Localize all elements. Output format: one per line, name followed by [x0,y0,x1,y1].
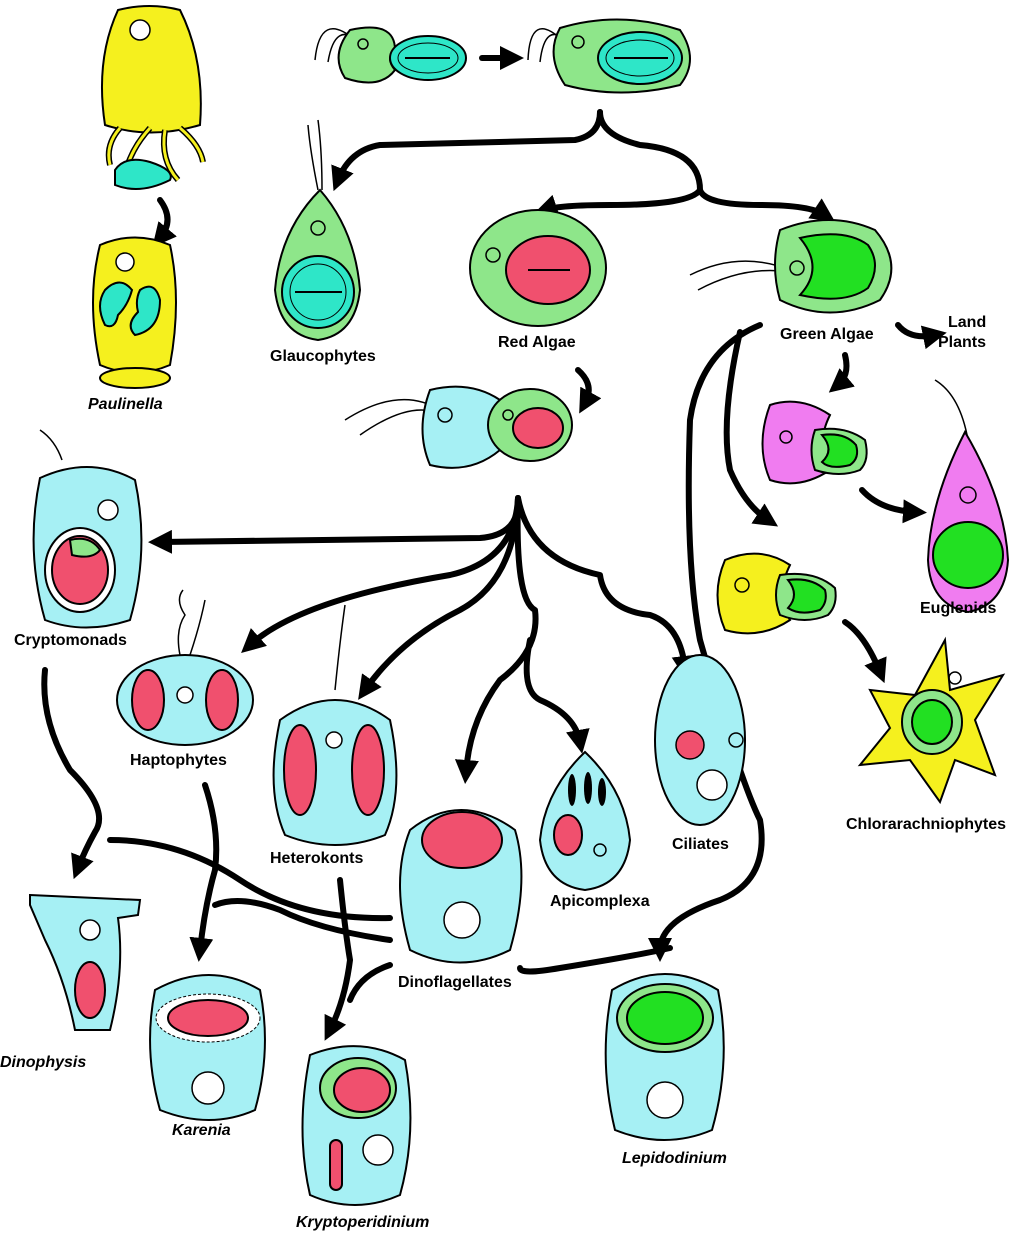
green-algae-cell [689,219,893,314]
euglenid-engulfment [761,400,868,485]
label-heterokonts: Heterokonts [270,850,364,867]
karenia-cell [149,974,266,1121]
label-apicomplexa: Apicomplexa [550,893,650,910]
euglenid-cell [926,379,1010,614]
label-kryptoperidinium: Kryptoperidinium [296,1214,430,1231]
red-algae-cell [469,209,607,327]
dinoflagellate-cell [399,809,523,964]
glaucophyte-cell [273,119,362,342]
label-chlorarachniophytes: Chlorarachniophytes [846,816,1007,833]
arrow-primary-trunk [331,109,603,192]
arrow-to-cryptomonads [148,495,522,554]
label-dinoflagellates: Dinoflagellates [398,974,512,991]
label-green-algae: Green Algae [780,326,874,343]
label-paulinella: Paulinella [88,396,163,413]
chlorarachnio-cell [857,636,1006,805]
heterokont-cell [272,604,398,846]
kryptoperidinium-cell [301,1045,412,1206]
arrow-to-haptophytes [241,495,521,654]
label-dinophysis: Dinophysis [0,1054,87,1071]
arrow-haptophytes-karenia [189,782,220,962]
arrow-greenalgae-chlorarachnio [723,329,779,527]
arrow-to-greenalgae [697,187,835,222]
arrow-chlorarachnio [842,619,887,684]
ciliate-cell [654,654,746,826]
arrow-to-redalgae [533,109,703,218]
label-land-plants-line1: Land [948,314,987,331]
label-euglenids: Euglenids [920,600,997,617]
chlorarachnio-engulfment [716,552,837,635]
arrow-paulinella [152,197,177,248]
primary-host-1 [314,26,467,84]
label-haptophytes: Haptophytes [130,752,227,769]
arrow-to-apicomplexa [523,637,590,754]
arrows [41,46,947,1041]
arrow-dinos-dinophysis [107,837,393,922]
arrow-dinos-karenia [212,898,393,943]
arrow-euglenid [859,487,927,524]
haptophyte-cell [116,589,254,746]
arrow-to-heterokonts [358,495,521,700]
paulinella-host-top [101,5,206,190]
secondary-red-host [344,385,573,469]
paulinella-cell [92,236,177,389]
arrow-dinos-lepidodinium [517,945,673,975]
arrow-dinos-kryptoperidinium [347,962,393,1003]
arrow-land-plants [895,322,947,350]
arrow-cryptomonads-dinophysis [41,667,102,880]
label-red-algae: Red Algae [498,334,576,351]
lepidodinium-cell [604,973,725,1141]
label-lepidodinium: Lepidodinium [622,1150,727,1167]
arrow-to-ciliates [515,495,696,680]
label-glaucophytes: Glaucophytes [270,348,376,365]
cryptomonad-cell [32,429,143,629]
apicomplexa-cell [538,750,632,892]
label-land-plants-line2: Plants [938,334,987,351]
label-ciliates: Ciliates [672,836,729,853]
label-karenia: Karenia [172,1122,231,1139]
dinophysis-cell [29,893,142,1031]
arrow-redalgae-secondary [575,367,602,414]
label-cryptomonads: Cryptomonads [14,632,127,649]
arrow-heterokonts-kryptoperidinium [324,877,353,1041]
primary-host-2 [527,18,691,94]
arrow-greenalgae-euglenid [828,352,855,393]
